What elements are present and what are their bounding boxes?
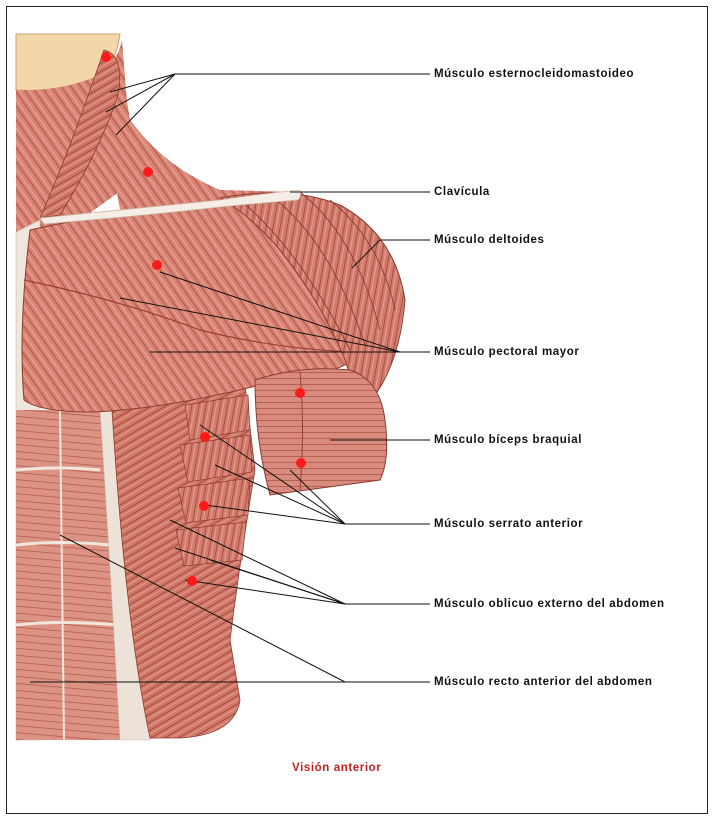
- label-deltoides: Músculo deltoides: [434, 234, 545, 246]
- marker-dot: [187, 576, 197, 586]
- label-recto-anterior: Músculo recto anterior del abdomen: [434, 676, 653, 688]
- label-pectoral-mayor: Músculo pectoral mayor: [434, 346, 579, 358]
- marker-dot: [199, 501, 209, 511]
- label-clavicula: Clavícula: [434, 186, 490, 198]
- marker-dot: [295, 388, 305, 398]
- label-biceps-braquial: Músculo bíceps braquial: [434, 434, 582, 446]
- marker-dot: [143, 167, 153, 177]
- label-esternocleidomastoideo: Músculo esternocleidomastoideo: [434, 68, 634, 80]
- label-serrato-anterior: Músculo serrato anterior: [434, 518, 583, 530]
- marker-dot: [296, 458, 306, 468]
- label-oblicuo-externo: Músculo oblicuo externo del abdomen: [434, 598, 665, 610]
- marker-dot: [152, 260, 162, 270]
- marker-dot: [200, 432, 210, 442]
- figure-caption: Visión anterior: [292, 762, 381, 774]
- marker-dot: [101, 52, 111, 62]
